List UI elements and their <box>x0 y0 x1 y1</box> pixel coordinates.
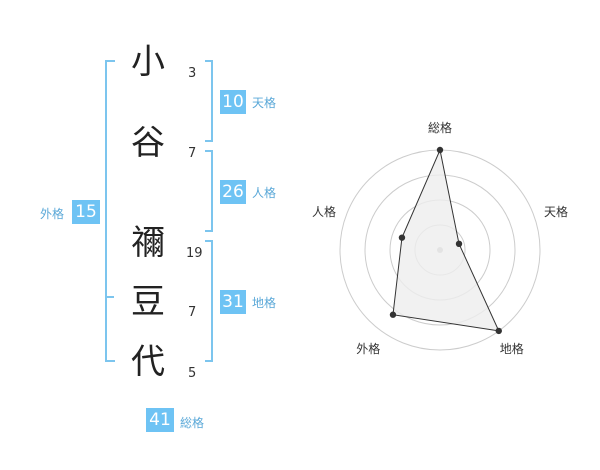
kanji-5: 代 <box>131 342 165 382</box>
radar-point <box>398 234 406 241</box>
kanji-3: 禰 <box>131 223 165 263</box>
gaikaku-bracket <box>105 60 115 362</box>
chikaku-value: 31 <box>220 290 246 314</box>
chikaku-label: 地格 <box>252 296 277 310</box>
chikaku-bracket <box>205 240 213 362</box>
radar-polygon <box>392 148 500 332</box>
kanji-2: 谷 <box>131 123 165 163</box>
stroke-count-1: 3 <box>188 66 197 81</box>
gaikaku-label: 外格 <box>40 207 65 221</box>
radar-axis-label: 外格 <box>356 341 381 356</box>
radar-axis-label: 天格 <box>544 205 569 220</box>
kanji-4: 豆 <box>131 282 165 322</box>
jinkaku-label: 人格 <box>252 186 277 200</box>
radar-point <box>389 311 397 318</box>
stroke-count-5: 5 <box>188 366 197 381</box>
radar-point <box>495 327 502 335</box>
jinkaku-value: 26 <box>220 180 246 204</box>
tenkaku-bracket <box>205 60 213 142</box>
radar-point <box>455 240 463 248</box>
tenkaku-value: 10 <box>220 90 246 114</box>
gaikaku-bracket-tick <box>106 296 114 298</box>
stroke-count-3: 19 <box>186 246 203 261</box>
radar-axis-label: 人格 <box>311 205 336 220</box>
soukaku-value: 41 <box>146 408 174 432</box>
radar-axis-label: 地格 <box>499 341 524 356</box>
radar-axis-label: 総格 <box>428 121 453 135</box>
gaikaku-value: 15 <box>72 200 100 224</box>
stroke-count-2: 7 <box>188 146 197 161</box>
tenkaku-label: 天格 <box>252 96 277 110</box>
radar-point <box>436 146 444 154</box>
jinkaku-bracket <box>205 150 213 232</box>
kanji-1: 小 <box>131 42 165 82</box>
soukaku-label: 総格 <box>180 416 205 430</box>
stroke-count-4: 7 <box>188 305 197 320</box>
